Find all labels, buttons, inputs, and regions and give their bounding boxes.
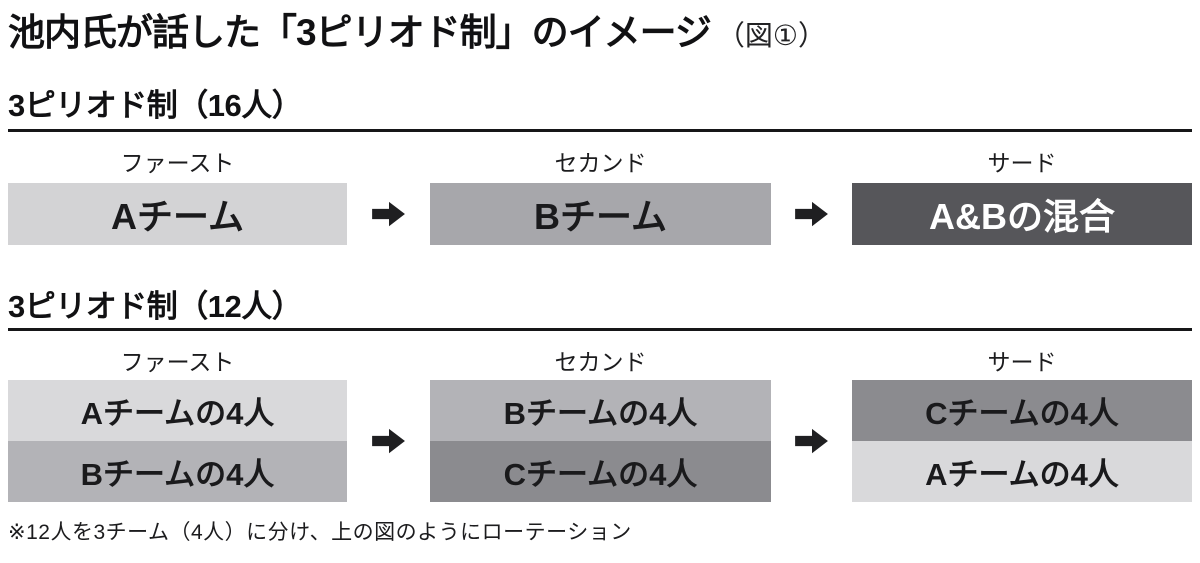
- section-12-divider: [8, 328, 1192, 331]
- team-box-a: Aチーム: [8, 183, 347, 245]
- figure-title-text: 池内氏が話した「3ピリオド制」のイメージ: [8, 12, 712, 53]
- team-box-label: Cチームの4人: [925, 396, 1119, 431]
- team-box-label: Aチームの4人: [925, 457, 1119, 492]
- period-label-third: サード: [987, 349, 1057, 375]
- figure-ref: （図①）: [716, 20, 826, 51]
- arrow-right-icon: [792, 199, 832, 229]
- arrow-right-icon: [792, 426, 832, 456]
- team-box-label: Bチームの4人: [503, 396, 698, 431]
- team-box-c4: Cチームの4人: [852, 380, 1192, 441]
- arrow-right-icon: [369, 426, 409, 456]
- figure-title: 池内氏が話した「3ピリオド制」のイメージ（図①）: [8, 2, 826, 56]
- team-box-label: Cチームの4人: [503, 457, 698, 492]
- team-box-label: Bチームの4人: [80, 457, 275, 492]
- team-box-b4: Bチームの4人: [430, 380, 771, 441]
- period-label-third: サード: [987, 150, 1057, 176]
- team-box-b: Bチーム: [430, 183, 771, 245]
- section-16-heading: 3ピリオド制（16人）: [8, 88, 303, 123]
- period-label-second: セカンド: [554, 150, 647, 176]
- team-box-a4: Aチームの4人: [8, 380, 347, 441]
- period-label-second: セカンド: [554, 349, 647, 375]
- team-box-mixed-label: A&Bの混合: [929, 196, 1115, 237]
- team-box-label: Aチームの4人: [80, 396, 275, 431]
- footnote: ※12人を3チーム（4人）に分け、上の図のようにローテーション: [8, 521, 632, 544]
- team-box-c4: Cチームの4人: [430, 441, 771, 502]
- team-box-a-label: Aチーム: [111, 196, 244, 237]
- period-label-first: ファースト: [120, 150, 235, 176]
- section-12-heading: 3ピリオド制（12人）: [8, 289, 303, 324]
- team-box-b-label: Bチーム: [534, 196, 667, 237]
- section-16-divider: [8, 129, 1192, 132]
- team-box-b4: Bチームの4人: [8, 441, 347, 502]
- period-label-first: ファースト: [120, 349, 235, 375]
- arrow-right-icon: [369, 199, 409, 229]
- team-box-mixed: A&Bの混合: [852, 183, 1192, 245]
- team-box-a4: Aチームの4人: [852, 441, 1192, 502]
